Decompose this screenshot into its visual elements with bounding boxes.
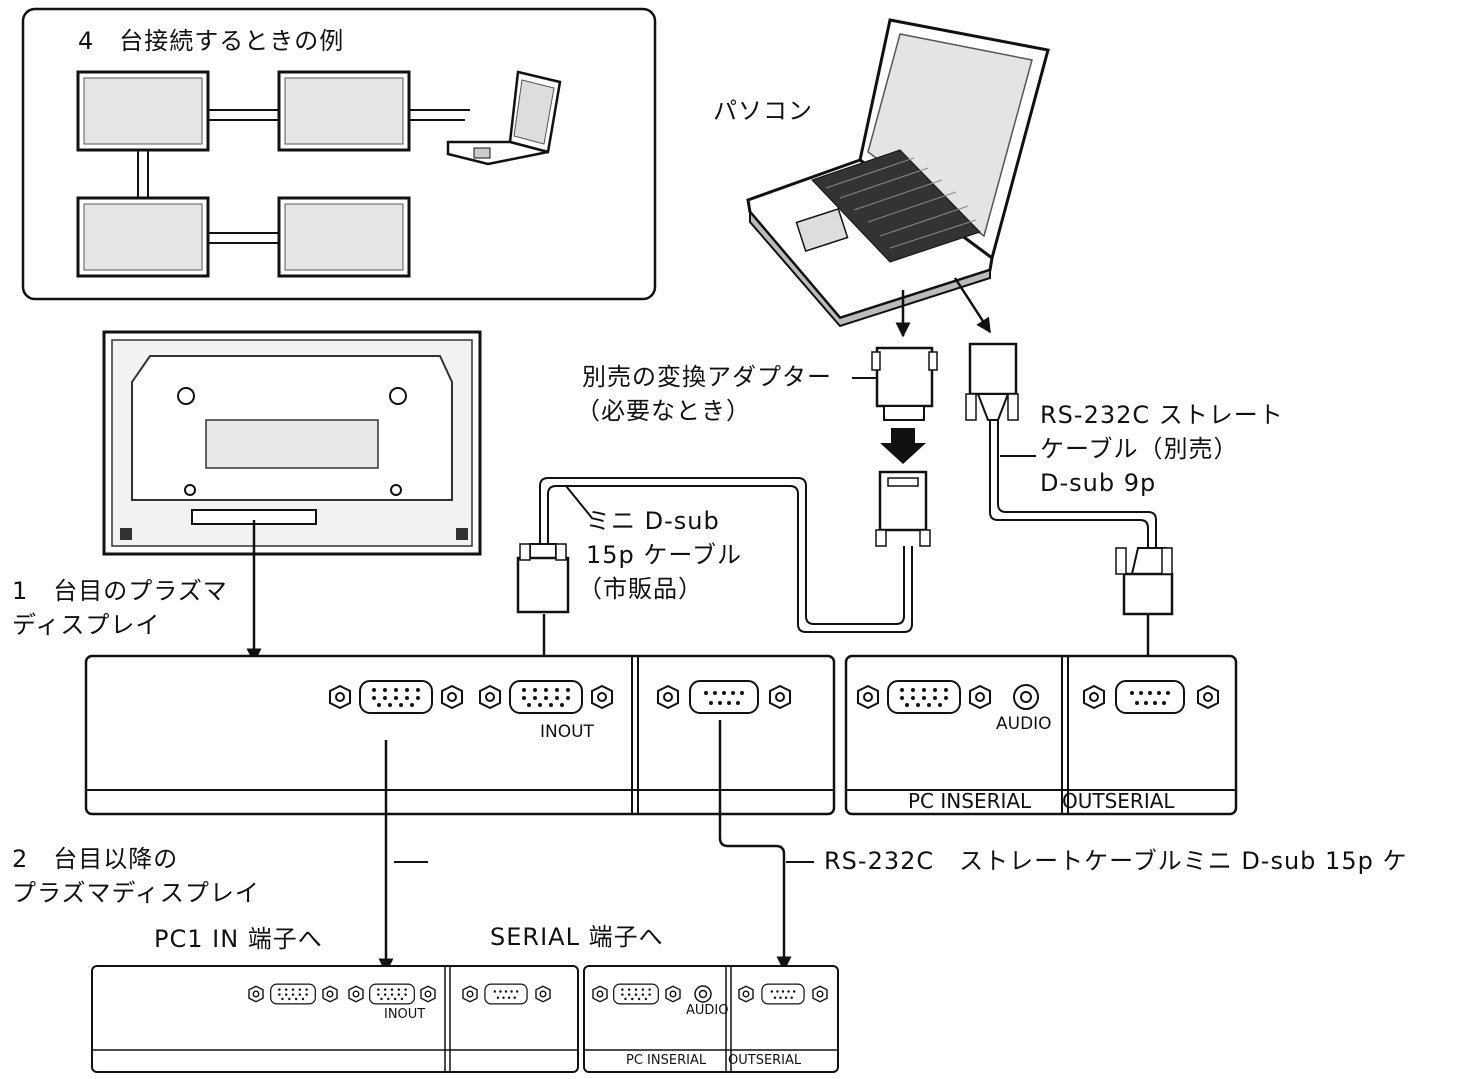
upper-out-serial-label: OUTSERIAL <box>1062 789 1175 813</box>
inset-title: 4 台接続するときの例 <box>78 27 345 55</box>
rs232-label-line3: D-sub 9p <box>1040 469 1157 497</box>
rs232-label-line2: ケーブル（別売） <box>1040 435 1239 463</box>
second-display-label-line2: プラズマディスプレイ <box>12 879 260 907</box>
lower-out-serial-label: OUTSERIAL <box>728 1053 802 1068</box>
rs232c-plug-display-side <box>1115 547 1174 616</box>
mini-dsub-label-line1: ミニ D-sub <box>586 507 720 535</box>
first-display-label-line1: 1 台目のプラズマ <box>12 577 228 605</box>
vga-plug-display-side <box>516 543 570 614</box>
vga-plug-pc-side <box>875 470 931 547</box>
lower-audio-label: AUDIO <box>686 1003 729 1018</box>
mini-dsub-label-line2: 15p ケーブル <box>586 541 742 569</box>
lower-inout-label: INOUT <box>384 1007 426 1022</box>
pc-laptop <box>746 18 1050 328</box>
adapter-label-line1: 別売の変換アダプター <box>582 363 832 391</box>
upper-inout-label: INOUT <box>540 722 594 742</box>
inset-example <box>21 7 657 301</box>
pc-in-port-right <box>887 680 961 714</box>
serial-port-upper-left <box>689 680 759 714</box>
terminal-panel-lower <box>91 965 839 1073</box>
upper-audio-label: AUDIO <box>996 714 1052 734</box>
pc-in-port <box>359 680 433 714</box>
plasma-display-rear <box>102 330 482 556</box>
pc1-in-terminal-label: PC1 IN 端子へ <box>154 925 323 953</box>
mini-dsub-label-line3: （市販品） <box>578 575 703 603</box>
rs232-label-line1: RS-232C ストレート <box>1040 401 1284 429</box>
serial-terminal-label: SERIAL 端子へ <box>490 923 664 951</box>
pc-label: パソコン <box>713 97 813 125</box>
adapter-label-line2: （必要なとき） <box>576 397 751 425</box>
inset-monitor-1 <box>76 70 210 152</box>
cable-note-label: RS-232C ストレートケーブルミニ D-sub 15p ケ <box>824 847 1408 875</box>
pc-out-port <box>509 680 583 714</box>
inset-monitor-2 <box>277 70 411 152</box>
first-display-label-line2: ディスプレイ <box>12 611 161 639</box>
inset-monitor-4 <box>277 196 411 278</box>
conversion-adapter <box>871 346 938 421</box>
rs232c-plug-pc-side <box>965 342 1019 421</box>
terminal-panel-upper <box>84 654 1238 816</box>
serial-port-upper-right <box>1115 680 1185 714</box>
second-display-label-line1: 2 台目以降の <box>12 845 179 873</box>
lower-pc-in-serial-label: PC INSERIAL <box>626 1053 707 1068</box>
inset-monitor-3 <box>76 196 210 278</box>
upper-pc-in-serial-label: PC INSERIAL <box>908 789 1032 813</box>
